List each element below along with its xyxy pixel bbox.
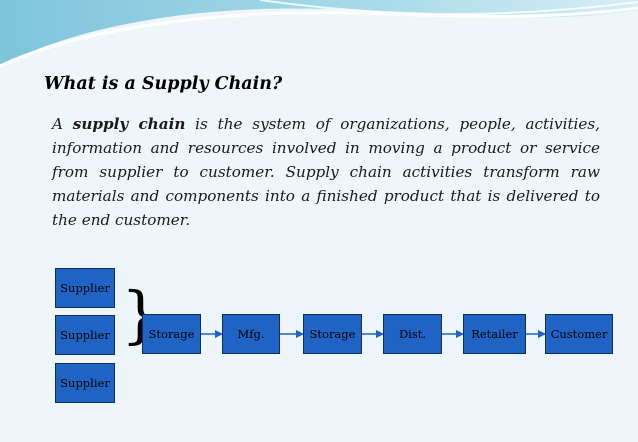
supplier-box-2: Supplier (55, 315, 115, 355)
supplier-box-3: Supplier (55, 363, 115, 403)
paragraph-body: is the system of organizations, people, … (52, 115, 601, 229)
storage-box-1: Storage (142, 314, 201, 354)
header-swoosh-decoration (0, 0, 638, 68)
slide-title: What is a Supply Chain? (44, 74, 283, 94)
retailer-box: Retailer (463, 314, 526, 354)
paragraph-lead: A (52, 115, 73, 133)
customer-box: Customer (545, 314, 613, 354)
supplier-box-1: Supplier (55, 268, 115, 308)
storage-box-2: Storage (303, 314, 362, 354)
manufacturing-box: Mfg. (222, 314, 280, 354)
paragraph-term: supply chain (72, 115, 186, 133)
definition-paragraph: A supply chain is the system of organiza… (52, 112, 600, 232)
distribution-box: Dist. (383, 314, 442, 354)
